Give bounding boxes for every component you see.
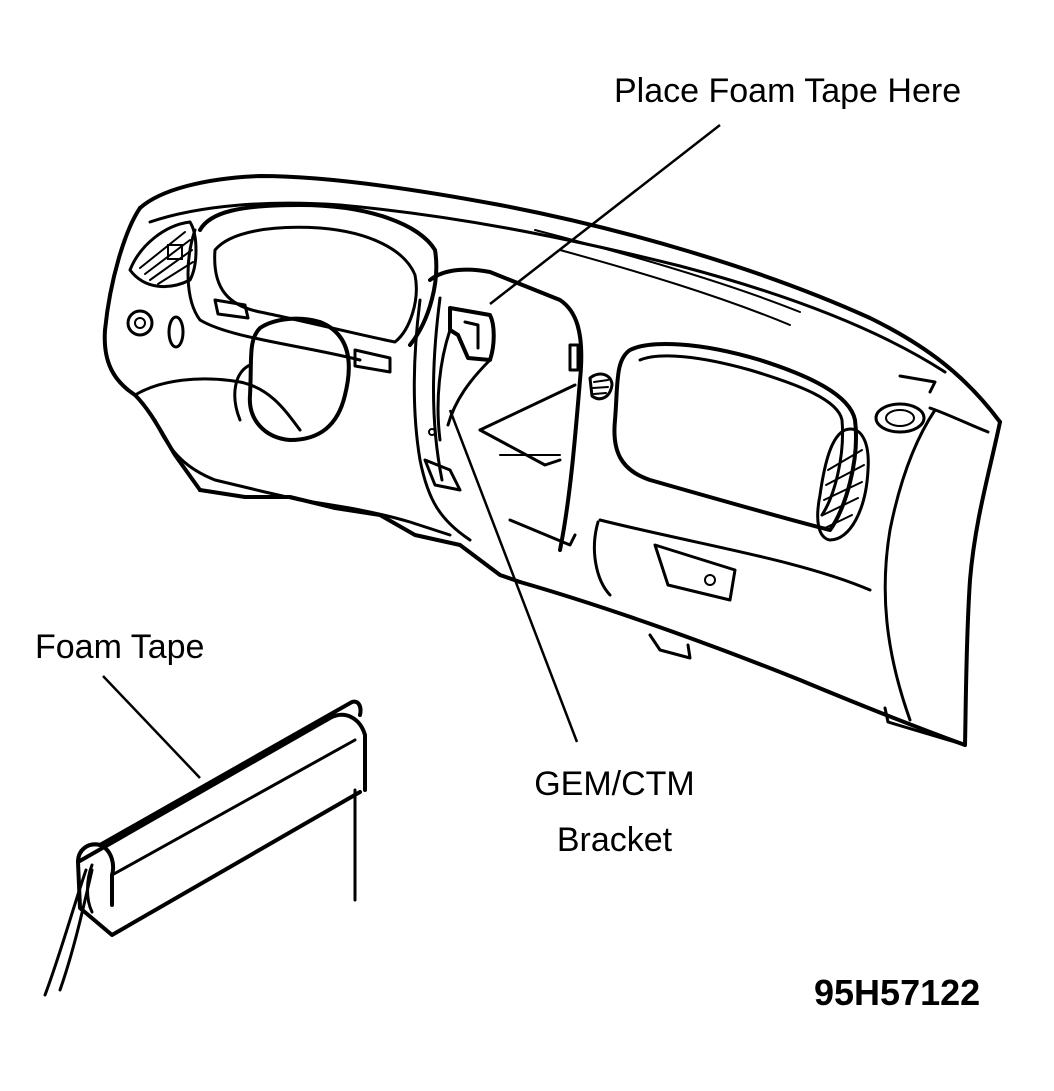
gem-ctm-bracket bbox=[423, 306, 496, 492]
center-air-vent bbox=[588, 372, 614, 401]
instrument-cluster-hood bbox=[186, 203, 439, 374]
center-stack-opening bbox=[412, 267, 584, 552]
right-air-vent bbox=[816, 427, 870, 542]
leader-gem-ctm-bracket bbox=[448, 409, 579, 743]
bracket-label: Bracket bbox=[556, 821, 673, 859]
left-air-vent bbox=[128, 220, 198, 289]
foam-tape-label: Foam Tape bbox=[35, 628, 205, 666]
place-foam-tape-label: Place Foam Tape Here bbox=[614, 72, 962, 110]
headlamp-switch-knob bbox=[126, 309, 185, 349]
passenger-airbag-door bbox=[612, 342, 858, 532]
gem-ctm-label: GEM/CTM bbox=[534, 765, 695, 803]
foam-tape-illustration bbox=[43, 699, 367, 997]
right-round-vent bbox=[874, 402, 926, 434]
leader-foam-tape bbox=[102, 675, 201, 779]
steering-column-cover bbox=[233, 316, 351, 442]
leader-place-foam-tape bbox=[489, 124, 721, 305]
instrument-panel bbox=[102, 174, 1002, 747]
figure-id: 95H57122 bbox=[814, 972, 981, 1013]
glove-box bbox=[653, 543, 737, 602]
